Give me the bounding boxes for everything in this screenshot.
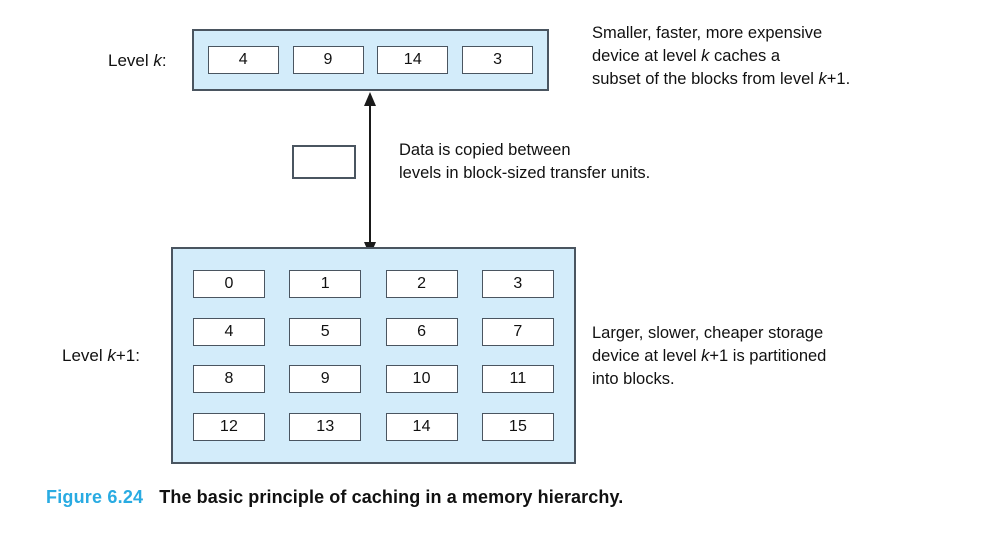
annotation-text: subset of the blocks from level bbox=[592, 70, 819, 88]
annotation-text: into blocks. bbox=[592, 370, 675, 388]
level-k-block-row: 4 9 14 3 bbox=[194, 46, 547, 74]
level-k-block: 4 bbox=[207, 46, 279, 74]
block-grid-row: 12 13 14 15 bbox=[193, 412, 554, 441]
transfer-unit-block bbox=[292, 145, 356, 179]
level-k-plus-1-block: 10 bbox=[385, 365, 458, 394]
level-k-plus-1-block: 6 bbox=[385, 317, 458, 346]
level-k-block: 14 bbox=[377, 46, 449, 74]
annotation-variable: k bbox=[818, 70, 827, 88]
block-grid-row: 8 9 10 11 bbox=[193, 365, 554, 394]
annotation-variable: k bbox=[701, 47, 710, 65]
level-k-label: Level k: bbox=[108, 51, 167, 71]
annotation-line: Smaller, faster, more expensive bbox=[592, 22, 850, 45]
double-headed-vertical-arrow-icon bbox=[364, 92, 376, 256]
annotation-line: Data is copied between bbox=[399, 141, 571, 159]
annotation-text: caches a bbox=[709, 47, 781, 65]
annotation-line: Larger, slower, cheaper storage bbox=[592, 322, 826, 345]
level-k-label-prefix: Level bbox=[108, 51, 154, 70]
figure-caption-text: The basic principle of caching in a memo… bbox=[159, 487, 624, 507]
annotation-line: into blocks. bbox=[592, 368, 826, 391]
level-k-label-variable: k bbox=[153, 51, 162, 70]
annotation-text: Larger, slower, cheaper storage bbox=[592, 324, 824, 342]
annotation-line: device at level k caches a bbox=[592, 45, 850, 68]
level-k-plus-1-block: 1 bbox=[289, 270, 362, 298]
annotation-line: subset of the blocks from level k+1. bbox=[592, 68, 850, 91]
level-k-plus-1-block: 2 bbox=[385, 270, 458, 298]
annotation-transfer: Data is copied between levels in block-s… bbox=[399, 139, 650, 185]
annotation-text: Smaller, faster, more expensive bbox=[592, 24, 823, 42]
annotation-line: device at level k+1 is partitioned bbox=[592, 345, 826, 368]
level-k-plus-1-block: 4 bbox=[193, 317, 265, 346]
level-k-plus-1-block: 11 bbox=[481, 365, 554, 394]
level-k-plus-1-block: 9 bbox=[289, 365, 362, 394]
level-k-plus-1-block: 0 bbox=[193, 270, 265, 298]
block-grid-row: 4 5 6 7 bbox=[193, 317, 554, 346]
level-k-plus-1-block: 5 bbox=[289, 317, 362, 346]
level-k-panel: 4 9 14 3 bbox=[192, 29, 549, 91]
figure-caption: Figure 6.24 The basic principle of cachin… bbox=[46, 487, 623, 508]
annotation-text: +1 is partitioned bbox=[709, 347, 827, 365]
annotation-level-k-plus-1: Larger, slower, cheaper storage device a… bbox=[592, 322, 826, 391]
annotation-text: +1. bbox=[826, 70, 851, 88]
level-k-plus-1-block: 7 bbox=[481, 317, 554, 346]
level-k-plus-1-block: 14 bbox=[385, 412, 458, 441]
level-k-plus-1-label-suffix: +1: bbox=[115, 346, 140, 365]
annotation-variable: k bbox=[701, 347, 710, 365]
figure-number: Figure 6.24 bbox=[46, 487, 144, 507]
level-k-plus-1-block: 3 bbox=[481, 270, 554, 298]
annotation-text: device at level bbox=[592, 347, 702, 365]
level-k-plus-1-block: 12 bbox=[193, 412, 265, 441]
level-k-label-suffix: : bbox=[161, 51, 167, 70]
level-k-plus-1-block: 15 bbox=[481, 412, 554, 441]
level-k-plus-1-panel: 0 1 2 3 4 5 6 7 8 9 10 11 12 13 14 15 bbox=[171, 247, 576, 464]
level-k-plus-1-block: 13 bbox=[289, 412, 362, 441]
level-k-block: 9 bbox=[292, 46, 364, 74]
level-k-plus-1-label-variable: k bbox=[107, 346, 116, 365]
annotation-line: levels in block-sized transfer units. bbox=[399, 164, 651, 182]
annotation-text: device at level bbox=[592, 47, 702, 65]
annotation-level-k: Smaller, faster, more expensive device a… bbox=[592, 22, 850, 91]
level-k-block: 3 bbox=[462, 46, 534, 74]
level-k-plus-1-label-prefix: Level bbox=[62, 346, 108, 365]
block-grid-row: 0 1 2 3 bbox=[193, 270, 554, 298]
level-k-plus-1-block-grid: 0 1 2 3 4 5 6 7 8 9 10 11 12 13 14 15 bbox=[193, 270, 554, 441]
level-k-plus-1-block: 8 bbox=[193, 365, 265, 394]
level-k-plus-1-label: Level k+1: bbox=[62, 346, 140, 366]
